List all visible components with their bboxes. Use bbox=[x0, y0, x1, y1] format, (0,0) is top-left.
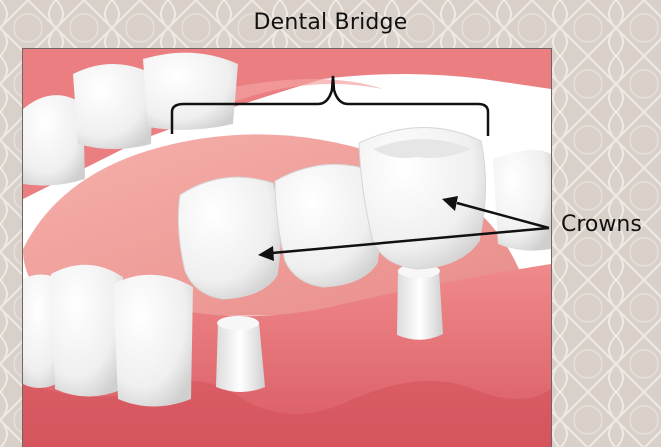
dental-bridge-illustration bbox=[23, 49, 551, 447]
lower-front-teeth bbox=[23, 265, 193, 407]
crowns-label: Crowns bbox=[561, 212, 642, 237]
diagram-title: Dental Bridge bbox=[0, 10, 661, 35]
illustration-frame bbox=[22, 48, 552, 447]
